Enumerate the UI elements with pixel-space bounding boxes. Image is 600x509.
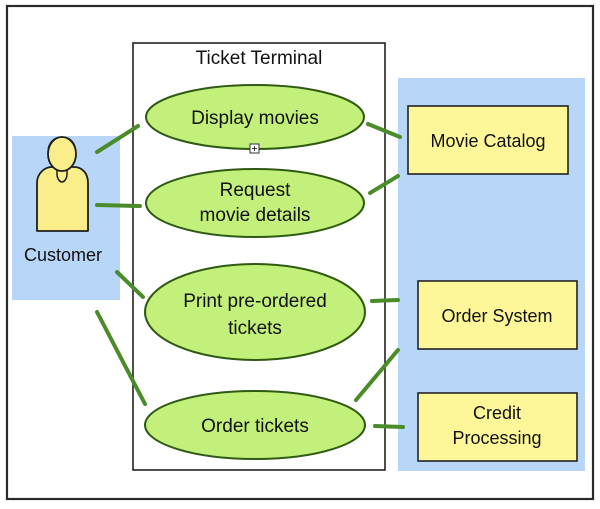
connector-customer-print-tickets	[115, 270, 145, 299]
system-label: Processing	[452, 428, 541, 448]
use-case-request-movie-details[interactable]: Request movie details	[145, 168, 365, 238]
connector-customer-order-tickets	[95, 310, 147, 406]
use-case-resize-handle[interactable]	[249, 143, 260, 154]
use-case-label: Order tickets	[201, 416, 309, 437]
system-label: Credit	[473, 403, 521, 423]
system-label: Order System	[441, 306, 552, 326]
system-credit-processing[interactable]: Credit Processing	[417, 392, 578, 462]
use-case-label: Display movies	[191, 108, 319, 129]
system-movie-catalog[interactable]: Movie Catalog	[407, 105, 569, 175]
connector-print-tickets-order-system	[370, 298, 400, 303]
use-case-print-pre-ordered-tickets[interactable]: Print pre-ordered tickets	[144, 263, 366, 361]
system-label: Movie Catalog	[430, 131, 545, 151]
connector-request-details-catalog	[368, 174, 400, 195]
actor-customer[interactable]: Customer	[24, 136, 102, 265]
use-case-label: tickets	[228, 318, 282, 339]
use-case-label: movie details	[200, 205, 311, 226]
connector-display-movies-catalog	[366, 122, 402, 139]
connectors	[95, 122, 405, 429]
connector-customer-display-movies	[95, 124, 140, 154]
use-case-order-tickets[interactable]: Order tickets	[144, 390, 366, 460]
use-case-label: Print pre-ordered	[183, 291, 327, 312]
system-order-system[interactable]: Order System	[417, 280, 578, 350]
use-case-label: Request	[220, 180, 291, 201]
use-case-display-movies[interactable]: Display movies	[145, 84, 365, 150]
connector-order-tickets-credit	[373, 424, 405, 429]
person-icon	[36, 136, 89, 232]
connector-customer-request-details	[95, 203, 142, 208]
actor-label: Customer	[24, 245, 102, 265]
system-boundary-title: Ticket Terminal	[196, 48, 323, 69]
connector-order-tickets-order-system	[354, 348, 400, 402]
